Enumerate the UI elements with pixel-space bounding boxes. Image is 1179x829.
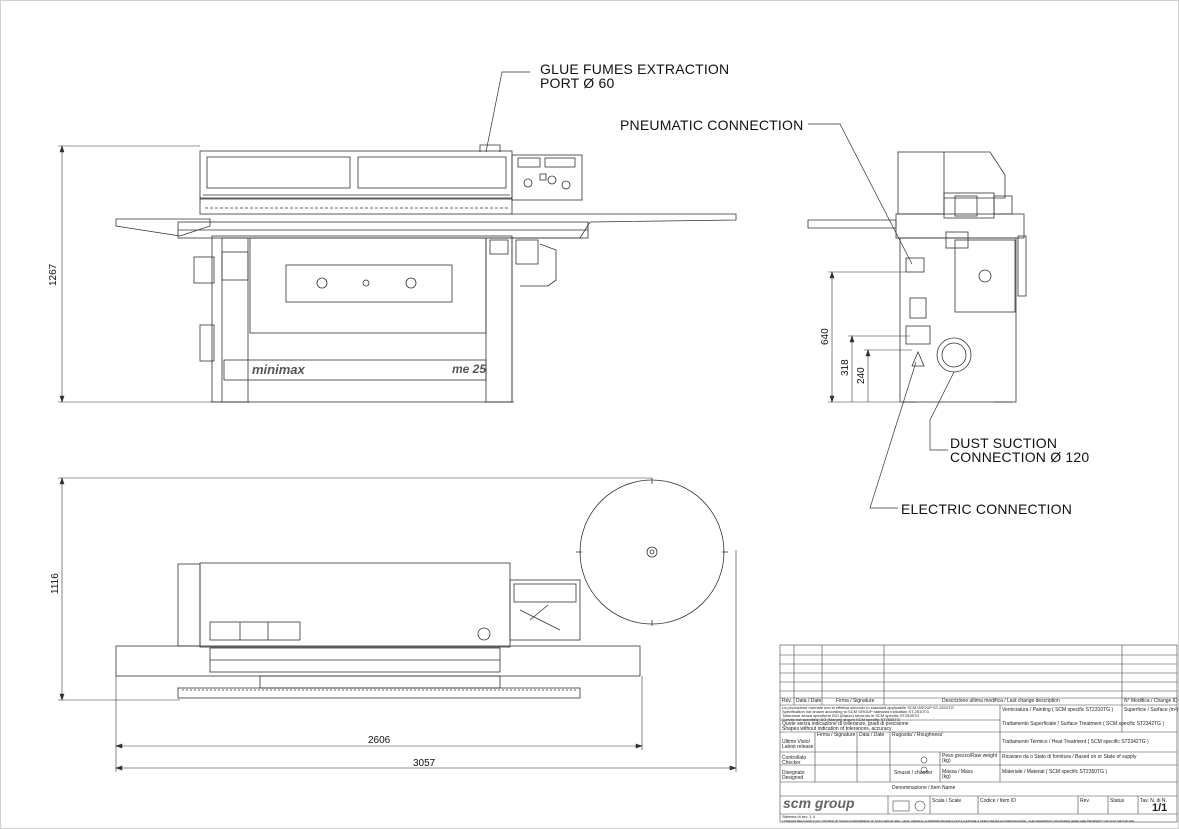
dim-label-3057: 3057	[413, 758, 436, 769]
tb-shapes: Shapes without indication of tolerances,…	[782, 726, 892, 732]
tb-spec-3: Tolleranze senza specifiche ISO (Marzo) …	[782, 713, 920, 718]
tb-spec-1: La produzione normale non si effettua se…	[782, 705, 954, 710]
tb-codice: Codice / Item ID	[980, 798, 1016, 804]
callout-electric: ELECTRIC CONNECTION	[901, 501, 1073, 517]
tb-sheet: 1/1	[1152, 802, 1168, 814]
tb-firma-sig: Firma / Signature	[817, 732, 856, 738]
leader-dust	[929, 371, 955, 451]
tb-spec-4: Curves not specified ISO (Margin) shown …	[782, 717, 901, 722]
plan-dims	[58, 477, 737, 772]
tb-trattamento-sup: Trattamento Superficiale / Surface Treat…	[1002, 721, 1165, 727]
dim-label-318: 318	[840, 359, 851, 376]
tb-data-header: Data / Date	[796, 698, 822, 704]
dim-label-240: 240	[856, 367, 867, 384]
tb-rev-bottom: Rev.	[1080, 798, 1090, 804]
tb-scala: Scala / Scale	[932, 798, 962, 804]
tb-disegnato-1: Disegnato	[782, 770, 805, 776]
tb-ultimo-visto-1: Ultimo Visto/	[782, 739, 810, 745]
leader-glue-fumes	[485, 71, 530, 153]
tb-trattamento-term: Trattamento Termico / Heat Treatment ( S…	[1002, 739, 1149, 745]
machine-model-label: me 25	[452, 362, 487, 376]
callout-glue-fumes: GLUE FUMES EXTRACTION PORT Ø 60	[540, 61, 730, 91]
tb-nmod-header: N° Modifica / Change ID	[1124, 698, 1178, 704]
tb-footer-legal: I DISEGNI MECCANICI QUI CONTENUTI SONO D…	[782, 819, 1135, 823]
tb-peso-grezzo-2: (kg)	[942, 758, 951, 764]
tb-descr-header: Descrizione ultima modifica / Last chang…	[942, 698, 1060, 704]
tb-controllato-1: Controllato	[782, 755, 807, 761]
tb-rev-header: Rev.	[782, 698, 792, 704]
tb-materiale: Materiale / Material ( SCM specific ST23…	[1002, 769, 1108, 775]
callout-pneumatic: PNEUMATIC CONNECTION	[620, 117, 804, 133]
tb-data-date: Data / Date	[859, 732, 885, 738]
leader-electric	[869, 361, 917, 509]
tb-footer-small: Sistema di rev. 1.4	[782, 814, 815, 819]
tb-firma-header: Firma / Signature	[836, 698, 875, 704]
dim-label-1116: 1116	[50, 573, 61, 594]
dim-front-height	[58, 145, 210, 403]
dim-label-640: 640	[820, 328, 831, 345]
tb-ricavare: Ricavare da o Stato di fornitura / Based…	[1002, 754, 1137, 760]
side-view	[807, 151, 1027, 403]
tb-massa-1: Massa / Mass	[942, 769, 973, 775]
tb-tav: Tav. N. di N.	[1140, 798, 1167, 804]
dim-label-2606: 2606	[368, 735, 391, 746]
side-dims	[828, 271, 912, 403]
tb-spec-2: Specification not shown according to SCM…	[782, 709, 930, 714]
tb-controllato-2: Checker	[782, 760, 801, 766]
leader-pneumatic	[808, 123, 913, 265]
tb-massa-2: (kg)	[942, 774, 951, 780]
tb-status: Status	[1110, 798, 1125, 804]
tb-quote: Quote senza indicazione di tolleranze, g…	[782, 721, 909, 727]
plan-view	[115, 478, 728, 699]
scm-group-logo: scm group	[783, 795, 855, 811]
tb-disegnato-2: Designed	[782, 775, 804, 781]
tb-superficie: Superficie / Surface (m²)	[1124, 707, 1179, 713]
tb-peso-grezzo-1: Peso grezzo/Raw weight	[942, 753, 998, 759]
tb-denominazione: Denominazione / Item Name	[892, 785, 956, 791]
tb-verniciatura: Verniciatura / Painting ( SCM specific S…	[1002, 707, 1114, 713]
tb-rugosita: Rugosita' / Roughness'	[892, 732, 944, 738]
machine-brand-label: minimax	[252, 362, 305, 377]
tb-ultimo-visto-2: Latest release	[782, 744, 814, 750]
tb-smussi: Smussi / chamfer	[894, 770, 933, 776]
callout-dust-suction: DUST SUCTION CONNECTION Ø 120	[950, 435, 1090, 465]
front-view	[115, 144, 737, 403]
dim-label-1267: 1267	[48, 263, 59, 286]
title-block-grid	[779, 644, 1178, 823]
